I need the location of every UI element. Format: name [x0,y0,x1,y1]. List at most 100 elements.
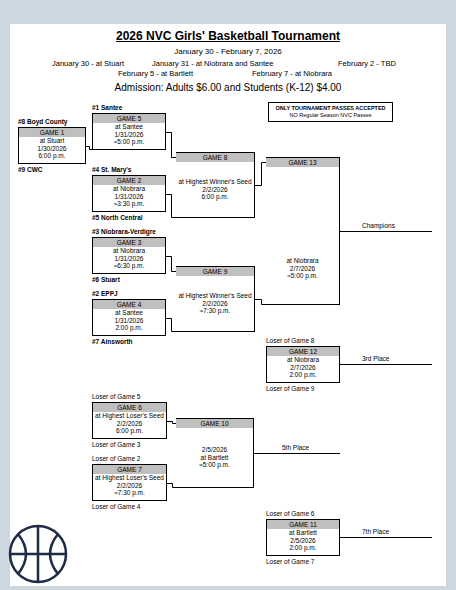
game-detail: 6:00 p.m. [93,427,166,435]
game-header: GAME 3 [93,238,165,247]
bracket-line [255,163,266,186]
team-name: #9 CWC [18,166,43,174]
champion-line [340,231,432,232]
game-detail: 1/30/2026 [19,145,85,153]
ball-seam [37,526,40,582]
team-name: #4 St. Mary's [92,166,131,174]
notice-box: ONLY TOURNAMENT PASSES ACCEPTEDNO Regula… [268,102,393,122]
game-header: GAME 13 [266,157,339,167]
game-detail: at Niobrara [93,185,165,193]
game-header: GAME 4 [93,300,165,309]
team-name: #5 North Central [92,214,143,222]
game-header: GAME 1 [19,128,85,137]
game-detail: 2/2/2026 [93,482,166,490]
game-detail: 6:00 p.m. [19,152,85,160]
ball-seam [18,534,26,574]
game-header: GAME 10 [176,418,253,428]
game-header: GAME 11 [267,520,339,529]
game-header: GAME 7 [93,465,166,474]
game-detail: at Highest Winner's Seed [176,292,254,300]
game-detail: at Stuart [19,137,85,145]
game-detail: 1/31/2026 [93,317,165,325]
game-detail: 2/5/2026 [176,446,253,454]
game-header: GAME 9 [176,266,254,276]
game-box: GAME 11at Bartlett2/5/20262:00 p.m. [266,519,340,556]
game-box: GAME 4at Santee1/31/20262:00 p.m. [92,299,166,336]
place-label: 3rd Place [362,355,389,363]
game-header: GAME 6 [93,403,166,412]
game-box: GAME 3at Niobrara1/31/2026≈6:30 p.m. [92,237,166,274]
loser-label: Loser of Game 5 [92,393,140,401]
team-name: #7 Ainsworth [92,338,133,346]
game-detail: at Santee [93,309,165,317]
game-box: GAME 8at Highest Winner's Seed2/2/20266:… [176,152,255,218]
game-box: GAME 7at Highest Loser's Seed2/2/2026≈7:… [92,464,167,501]
game-box: GAME 6at Highest Loser's Seed2/2/20266:0… [92,402,167,439]
bracket-line [166,257,176,272]
game-detail: ≈7:30 p.m. [93,489,166,497]
game-detail: ≈5:00 p.m. [176,461,253,469]
schedule-note: February 5 - at Bartlett [118,69,193,78]
schedule-note: February 2 - TBD [338,59,396,68]
game-detail: at Niobrara [267,356,339,364]
game-detail: 2/7/2026 [266,265,339,273]
game-detail: 2:00 p.m. [267,371,339,379]
game-detail: 2:00 p.m. [93,324,165,332]
team-name: #2 EPPJ [92,290,118,298]
schedule-note: January 31 - at Niobrara and Santee [152,59,273,68]
game-box: GAME 12at Niobrara2/7/20262:00 p.m. [266,346,340,383]
game-header: GAME 8 [176,152,254,162]
loser-label: Loser of Game 8 [266,337,314,345]
game-box: GAME 10 2/5/2026at Bartlett≈5:00 p.m. [176,418,254,488]
game-box: GAME 5at Santee1/31/2026≈5:00 p.m. [92,113,166,150]
game-detail: at Bartlett [267,529,339,537]
loser-label: Loser of Game 9 [266,385,314,393]
game-detail: 2/2/2026 [176,186,254,194]
loser-label: Loser of Game 7 [266,558,314,566]
bracket-line [166,319,176,332]
game-detail: 1/31/2026 [93,193,165,201]
game-detail: at Santee [93,123,165,131]
game-box: GAME 13 at Niobrara2/7/2026≈5:00 p.m. [266,157,340,305]
loser-label: Loser of Game 6 [266,510,314,518]
sheet [10,24,446,586]
team-name: #8 Boyd County [18,118,67,126]
notice-text: NO Regular Season NVC Passes [273,112,388,119]
team-name: #6 Stuart [92,276,120,284]
seventh-place-line [340,537,432,538]
game-box: GAME 2at Niobrara1/31/2026≈3:30 p.m. [92,175,166,212]
schedule-note: February 7 - at Niobrara [252,69,332,78]
team-name: #3 Niobrara-Verdigre [92,228,156,236]
result-lines [254,232,432,538]
game-header: GAME 2 [93,176,165,185]
fifth-place-line [254,453,340,454]
bracket-line [167,484,176,488]
game-detail: 6:00 p.m. [176,193,254,201]
game-header: GAME 12 [267,347,339,356]
team-name: #1 Santee [92,104,122,112]
game-box: GAME 9 at Highest Winner's Seed2/2/2026≈7… [176,266,255,332]
game-detail: at Niobrara [266,257,339,265]
bracket-line [166,133,176,158]
schedule-note: Admission: Adults $6.00 and Students (K-… [0,82,456,94]
game-detail: at Bartlett [176,454,253,462]
loser-label: Loser of Game 2 [92,455,140,463]
third-place-line [340,364,432,365]
game-detail: ≈5:00 p.m. [266,272,339,280]
game-box: GAME 1at Stuart1/30/20266:00 p.m. [18,127,86,164]
game-detail: ≈7:30 p.m. [176,307,254,315]
game-detail: 2/2/2026 [176,300,254,308]
bracket-line [167,422,176,424]
game-detail: 2/5/2026 [267,537,339,545]
game-detail: at Highest Loser's Seed [93,474,166,482]
place-label: 7th Place [362,528,389,536]
schedule-note: January 30 - at Stuart [52,59,124,68]
game-detail: at Niobrara [93,247,165,255]
game-detail: 2/2/2026 [93,420,166,428]
game-detail: ≈6:30 p.m. [93,262,165,270]
place-label: 5th Place [282,444,309,452]
bracket-line [255,300,266,305]
game-detail: 2/7/2026 [267,364,339,372]
